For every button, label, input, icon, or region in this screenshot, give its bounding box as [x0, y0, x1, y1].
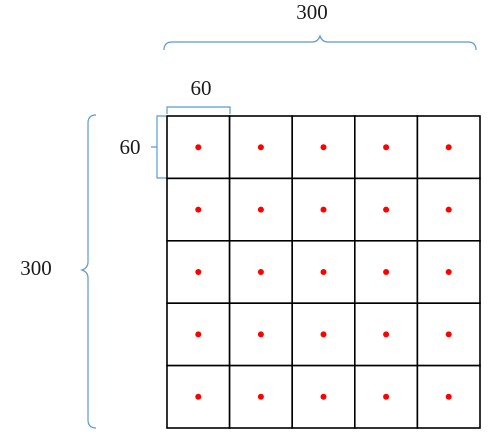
center-dot-r3-c3	[320, 269, 327, 275]
grid-cell-r5-c2	[228, 364, 294, 429]
center-dot-r5-c4	[383, 393, 390, 400]
grid-cell-r2-c3	[291, 177, 356, 242]
cell-width-brace	[166, 106, 231, 114]
center-dot-r5-c5	[445, 393, 452, 400]
center-dot-r3-c1	[195, 269, 202, 275]
center-dot-r4-c2	[257, 331, 264, 338]
center-dot-r3-c5	[445, 269, 452, 275]
center-dot-r5-c2	[257, 393, 264, 400]
center-dot-r5-c1	[195, 393, 202, 400]
center-dot-r2-c5	[445, 206, 452, 213]
grid-cell-r5-c5	[416, 364, 481, 429]
center-dot-r3-c4	[383, 269, 390, 275]
grid-dots	[195, 144, 452, 400]
center-dot-r1-c1	[195, 144, 202, 151]
center-dot-r2-c2	[257, 206, 264, 213]
center-dot-r4-c5	[445, 331, 452, 338]
center-dot-r2-c3	[320, 206, 327, 213]
center-dot-r4-c1	[195, 331, 202, 338]
total-height-brace	[80, 114, 97, 429]
center-dot-r4-c3	[320, 331, 327, 338]
center-dot-r2-c1	[195, 206, 202, 213]
grid-cells	[166, 115, 481, 429]
center-dot-r1-c4	[383, 144, 390, 151]
center-dot-r1-c3	[320, 144, 327, 151]
center-dot-r3-c2	[257, 269, 264, 275]
total-height-label: 300	[20, 256, 52, 280]
center-dot-r4-c4	[383, 331, 390, 338]
total-width-brace	[163, 34, 477, 51]
center-dot-r1-c5	[445, 144, 452, 151]
total-width-label: 300	[296, 0, 328, 24]
center-dot-r5-c3	[320, 393, 327, 400]
center-dot-r2-c4	[383, 206, 390, 213]
cell-width-label: 60	[191, 76, 212, 100]
grid-cell-r3-c4	[353, 240, 419, 305]
center-dot-r1-c2	[257, 144, 264, 151]
cell-height-brace	[151, 115, 166, 179]
cell-height-label: 60	[120, 135, 141, 159]
